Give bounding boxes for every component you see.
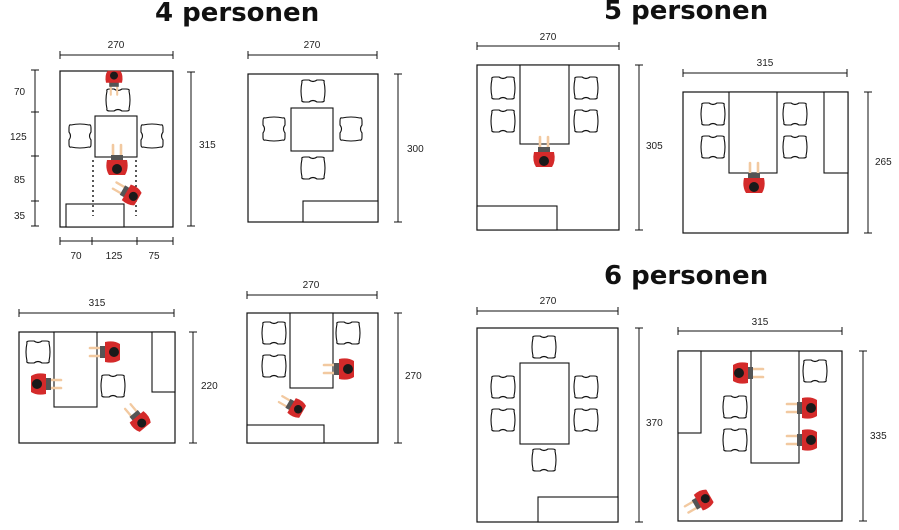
chair	[573, 408, 599, 432]
layout-g: 270 370	[476, 296, 663, 523]
cabinet-g	[537, 496, 619, 523]
dim-f-side: 265	[875, 157, 892, 168]
dim-d-side: 270	[405, 371, 422, 382]
chair	[25, 340, 51, 364]
chair	[700, 102, 726, 126]
dim-a-left-3: 85	[14, 175, 26, 186]
cabinet-b	[302, 200, 379, 223]
chair	[261, 354, 287, 378]
chair	[262, 116, 286, 142]
chair	[261, 321, 287, 345]
chair	[573, 109, 599, 133]
dim-e-top: 270	[540, 32, 557, 43]
dim-a-bottom-2: 125	[106, 251, 123, 262]
cabinet-d	[246, 424, 325, 444]
dim-a-bottom-1: 70	[70, 251, 82, 262]
table-f	[728, 91, 778, 174]
dim-a-side: 315	[199, 140, 216, 151]
chair	[782, 102, 808, 126]
table-a	[94, 115, 138, 158]
chair	[722, 395, 748, 419]
dim-a-bottom-3: 75	[148, 251, 160, 262]
chair	[490, 375, 516, 399]
chair	[300, 79, 326, 103]
cabinet-h	[677, 350, 702, 434]
chair	[802, 359, 828, 383]
dim-a-left-1: 70	[14, 87, 26, 98]
dim-e-side: 305	[646, 141, 663, 152]
chair	[300, 156, 326, 180]
chair	[68, 123, 92, 149]
dim-a-left-4: 35	[14, 211, 26, 222]
table-g	[519, 362, 570, 445]
heading-6-personen: 6 personen	[604, 261, 768, 291]
dim-f-top: 315	[757, 58, 774, 69]
chair	[490, 76, 516, 100]
person-icon	[680, 486, 716, 519]
dim-g-top: 270	[540, 296, 557, 307]
chair	[782, 135, 808, 159]
table-e	[519, 64, 570, 145]
chair	[573, 76, 599, 100]
chair	[335, 321, 361, 345]
dim-c-side: 220	[201, 381, 218, 392]
cabinet-a	[65, 203, 125, 228]
heading-4-personen: 4 personen	[155, 0, 319, 28]
dim-d-top: 270	[303, 280, 320, 291]
dim-a-left-2: 125	[10, 132, 27, 143]
dim-c-top: 315	[89, 298, 106, 309]
table-c	[53, 331, 98, 408]
dim-a-top: 270	[108, 40, 125, 51]
layout-e: 270 305	[476, 32, 663, 231]
chair	[531, 448, 557, 472]
heading-5-personen: 5 personen	[604, 0, 768, 26]
layout-d: 270 270	[246, 280, 422, 444]
chair	[490, 109, 516, 133]
dim-h-side: 335	[870, 431, 887, 442]
chair	[700, 135, 726, 159]
dim-g-side: 370	[646, 418, 663, 429]
person-icon	[108, 176, 144, 209]
dim-b-side: 300	[407, 144, 424, 155]
chair	[339, 116, 363, 142]
chair	[140, 123, 164, 149]
chair	[100, 374, 126, 398]
chair	[573, 375, 599, 399]
person-icon	[119, 399, 154, 435]
cabinet-c	[151, 331, 176, 393]
table-b	[290, 107, 334, 152]
table-d	[289, 312, 334, 389]
person-icon	[274, 390, 309, 421]
layout-b: 270 300	[247, 40, 424, 223]
layout-f: 315 265	[682, 58, 892, 234]
cabinet-e	[476, 205, 558, 231]
chair	[531, 335, 557, 359]
dim-b-top: 270	[304, 40, 321, 51]
dim-h-top: 315	[752, 317, 769, 328]
cabinet-f	[823, 91, 849, 174]
layout-h: 315 335	[677, 317, 887, 522]
layout-a: 270 315 70 125 85 35 70 125 75	[10, 40, 216, 262]
chair	[490, 408, 516, 432]
layout-c: 315 220	[18, 298, 218, 444]
chair	[722, 428, 748, 452]
